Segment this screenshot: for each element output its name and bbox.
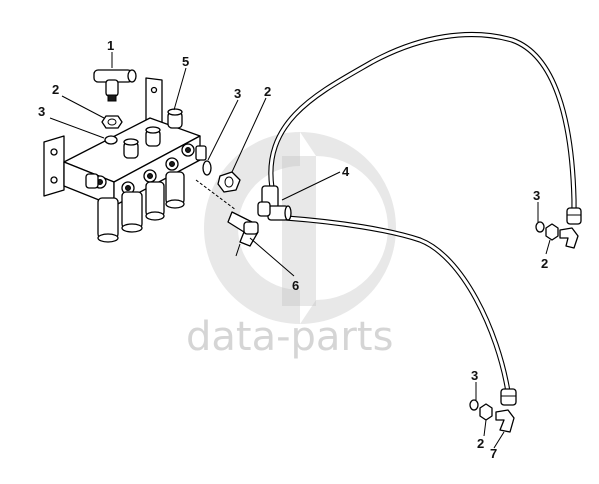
part-1-tee-fitting: [93, 69, 137, 102]
callout-2-mid: 2: [264, 84, 271, 99]
part-2-nut-right-upper: [545, 223, 559, 241]
elbow-right-upper: [559, 227, 579, 249]
part-3-oring-right-lower: [469, 399, 479, 411]
part-4-pipe-tee: [257, 185, 292, 221]
leader-lines: [49, 52, 551, 449]
part-7-elbow: [495, 409, 515, 433]
watermark-text: data-parts: [186, 314, 393, 360]
callout-3-right-upper: 3: [533, 188, 540, 203]
pipe-lower-nut: [500, 388, 517, 406]
part-3-oring-right-upper: [535, 221, 545, 233]
pipe-upper-nut: [566, 207, 582, 225]
part-2-nut-mid: [217, 171, 241, 193]
callout-3-mid: 3: [234, 86, 241, 101]
callout-3-right-lower: 3: [471, 368, 478, 383]
callout-4: 4: [342, 164, 350, 179]
part-3-oring-mid: [202, 160, 212, 176]
callout-2-upper-left: 2: [52, 82, 59, 97]
part-6-elbow: [195, 179, 259, 257]
part-2-nut-right-lower: [479, 403, 493, 421]
callout-1: 1: [107, 38, 114, 53]
pipe-lower: [283, 215, 511, 395]
callout-3-upper-left: 3: [38, 104, 45, 119]
callout-5: 5: [182, 54, 189, 69]
part-2-nut-upper-left: [101, 115, 123, 129]
callout-2-right-lower: 2: [477, 436, 484, 451]
callout-7: 7: [490, 446, 497, 461]
valve-block: [43, 77, 207, 243]
part-3-oring-upper-left: [104, 135, 118, 145]
callout-2-right-upper: 2: [541, 256, 548, 271]
pipe-upper: [268, 31, 577, 215]
callout-6: 6: [292, 278, 299, 293]
